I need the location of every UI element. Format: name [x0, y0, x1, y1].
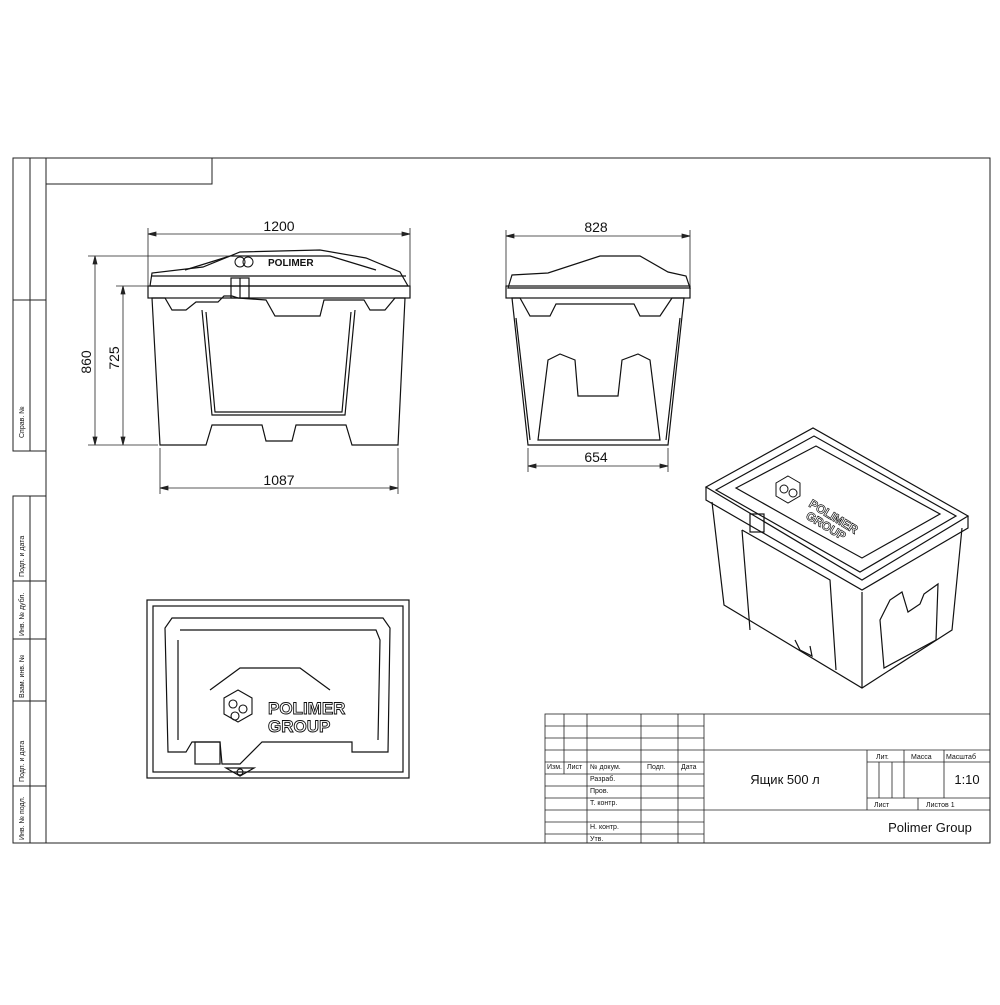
dim-side-width: 828	[584, 219, 608, 235]
tb-masshtab: Масштаб	[946, 753, 976, 761]
front-dimensions	[88, 228, 411, 494]
side-dimensions	[505, 230, 691, 472]
dim-front-width: 1200	[263, 218, 294, 234]
isometric-logo	[775, 475, 801, 504]
tb-role-razrab: Разраб.	[590, 775, 615, 783]
dim-front-total-height: 860	[78, 350, 94, 374]
tb-company: Polimer Group	[888, 820, 972, 835]
front-logo-mark: POLIMER	[234, 256, 314, 269]
tb-role-utv: Утв.	[590, 836, 603, 843]
side-view	[505, 255, 691, 446]
stamp-inv-dubl: Инв. № дубл.	[18, 593, 26, 636]
front-view	[147, 249, 411, 446]
title-block	[544, 713, 991, 844]
stamp-podp-2: Подп. и дата	[19, 741, 26, 782]
tb-list: Лист	[874, 802, 890, 809]
tb-role-nkontr: Н. контр.	[590, 824, 619, 831]
stamp-podp-1: Подп. и дата	[19, 536, 26, 577]
side-stamp-labels: Справ. № Подп. и дата Инв. № дубл. Взам.…	[18, 406, 26, 840]
tb-scale-value: 1:10	[954, 772, 979, 787]
tb-massa: Масса	[911, 754, 932, 761]
top-logo-line1: POLIMER	[268, 699, 345, 718]
top-view	[146, 599, 410, 779]
isometric-view	[704, 427, 970, 689]
top-view-logo	[223, 689, 253, 723]
tb-role-prov: Пров.	[590, 788, 609, 795]
tb-hdr-podp: Подп.	[647, 764, 666, 771]
tb-hdr-list: Лист	[567, 764, 583, 771]
tb-listov: Листов 1	[926, 802, 955, 809]
tb-hdr-data: Дата	[681, 764, 697, 771]
dim-front-body-height: 725	[106, 346, 122, 370]
top-logo-line2: GROUP	[268, 717, 330, 736]
stamp-vzam: Взам. инв. №	[19, 655, 26, 698]
dim-front-base: 1087	[263, 472, 294, 488]
dim-side-base: 654	[584, 449, 608, 465]
front-logo-text: POLIMER	[268, 258, 314, 269]
tb-lit: Лит.	[876, 754, 889, 761]
title-block-text: Изм. Лист № докум. Подп. Дата Разраб. Пр…	[547, 753, 980, 843]
stamp-sprav: Справ. №	[19, 406, 26, 438]
tb-hdr-izm: Изм.	[547, 764, 562, 771]
sheet-frame	[12, 157, 991, 844]
stamp-inv-podl: Инв. № подл.	[19, 796, 26, 840]
tb-role-tkontr: Т. контр.	[590, 800, 617, 807]
tb-hdr-dokum: № докум.	[590, 764, 621, 771]
tb-title: Ящик 500 л	[750, 772, 820, 787]
